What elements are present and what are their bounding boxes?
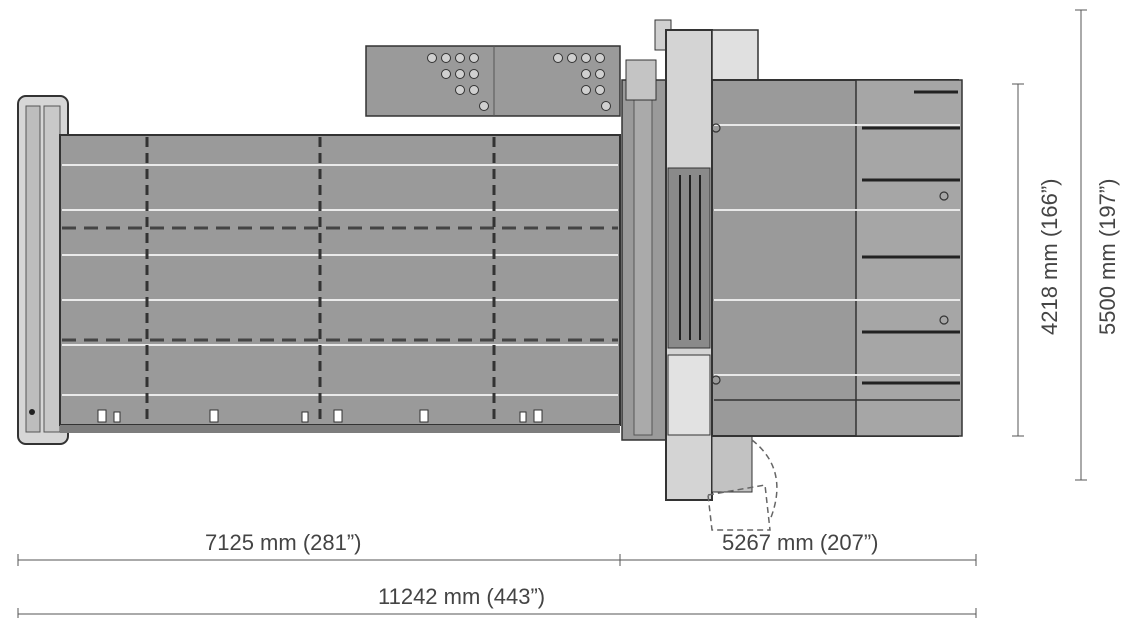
inner-depth-label: 4218 mm (166”): [1037, 178, 1062, 335]
loading-table: [59, 134, 621, 433]
cutting-table: [711, 79, 963, 437]
left-end-cap: [17, 95, 69, 445]
machine-length-label: 5267 mm (207”): [722, 530, 879, 555]
dimension-lines: [17, 9, 1087, 618]
table-length-label: 7125 mm (281”): [205, 530, 362, 555]
control-panel: [365, 45, 621, 117]
total-length-label: 11242 mm (443”): [378, 584, 546, 609]
total-depth-label: 5500 mm (197”): [1095, 178, 1120, 335]
cutting-bridge: [621, 19, 778, 531]
